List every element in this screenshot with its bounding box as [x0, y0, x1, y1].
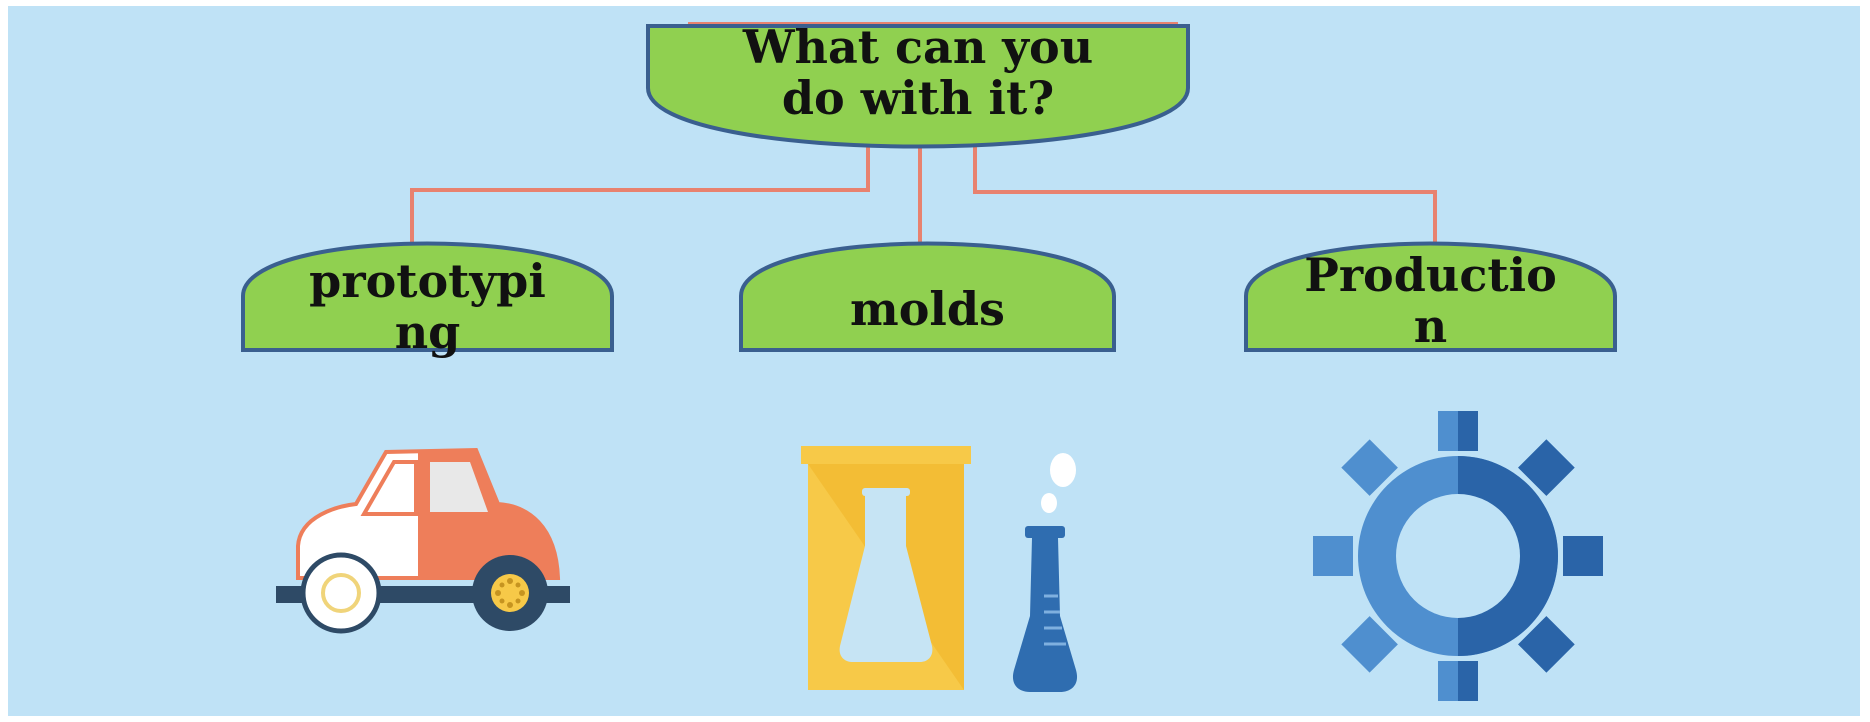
branch-label-molds: molds [741, 284, 1114, 335]
branch-label-production: Productio n [1246, 250, 1615, 351]
diagram-graphics [241, 22, 1617, 701]
branch-node-shape-molds [739, 241, 1116, 352]
production-line-2: n [1413, 298, 1448, 353]
root-node-title: What can you do with it? [648, 22, 1188, 123]
root-title-line-2: do with it? [781, 70, 1055, 125]
prototyping-line-2: ng [394, 304, 461, 359]
diagram-canvas: What can you do with it? prototypi ng mo… [8, 6, 1860, 716]
prototyping-line-1: prototypi [309, 254, 546, 308]
lab-flask-icon [801, 446, 1078, 692]
root-title-line-1: What can you [742, 20, 1094, 74]
root-node-shape [646, 24, 1190, 149]
connector-prototyping [410, 146, 870, 248]
production-line-1: Productio [1304, 248, 1557, 302]
connector-production [973, 146, 1437, 248]
car-icon [276, 447, 570, 634]
branch-label-prototyping: prototypi ng [243, 256, 612, 357]
molds-line-1: molds [850, 282, 1005, 336]
branch-node-shape-production [1244, 241, 1617, 352]
gear-icon [1313, 411, 1603, 701]
branch-node-shape-prototyping [241, 241, 614, 352]
